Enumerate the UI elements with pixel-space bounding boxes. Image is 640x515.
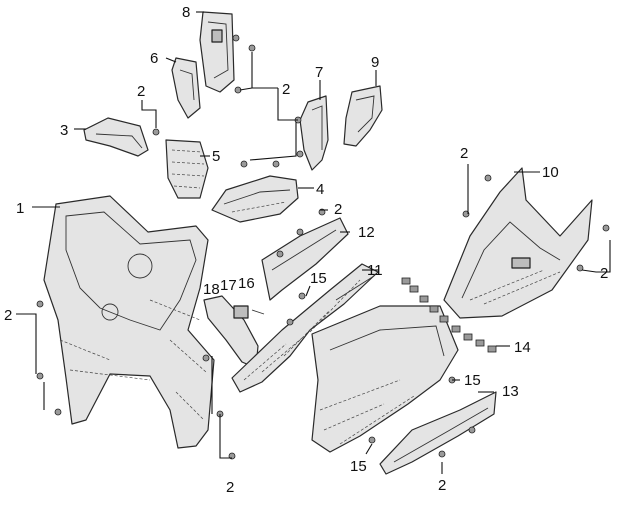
part-5-grille xyxy=(165,139,209,199)
callout-13: 13 xyxy=(502,383,519,400)
callout-15: 15 xyxy=(464,372,481,389)
callout-3: 3 xyxy=(60,122,68,139)
part-floor-panel xyxy=(311,305,459,453)
callout-9: 9 xyxy=(371,54,379,71)
part-6-bracket xyxy=(171,57,201,119)
callout-8: 8 xyxy=(182,4,190,21)
callout-2: 2 xyxy=(137,83,145,100)
callouts: 1 2 2 2 2 2 2 2 2 3 4 5 6 7 8 9 10 11 12… xyxy=(4,4,608,496)
callout-5: 5 xyxy=(212,148,220,165)
part-11-floor-frame xyxy=(231,263,379,393)
callout-1: 1 xyxy=(16,200,24,217)
callout-7: 7 xyxy=(315,64,323,81)
part-16-pin xyxy=(251,309,265,315)
callout-16: 16 xyxy=(238,275,255,292)
part-1-front-frame xyxy=(43,195,215,449)
part-12-panel xyxy=(261,217,349,301)
part-9-panel xyxy=(343,85,383,147)
leader-lines xyxy=(16,11,611,474)
callout-4: 4 xyxy=(316,181,324,198)
callout-10: 10 xyxy=(542,164,559,181)
callout-2: 2 xyxy=(4,307,12,324)
callout-15: 15 xyxy=(310,270,327,287)
part-10-side-cover xyxy=(443,167,593,319)
callout-12: 12 xyxy=(358,224,375,241)
callout-2: 2 xyxy=(282,81,290,98)
part-3-cover xyxy=(83,117,149,157)
part-13-strip xyxy=(379,391,497,475)
part-4-cover xyxy=(211,175,299,223)
callout-2: 2 xyxy=(334,201,342,218)
callout-6: 6 xyxy=(150,50,158,67)
callout-17: 17 xyxy=(220,277,237,294)
callout-14: 14 xyxy=(514,339,531,356)
callout-2: 2 xyxy=(460,145,468,162)
callout-15: 15 xyxy=(350,458,367,475)
part-8-panel xyxy=(199,11,235,93)
callout-11: 11 xyxy=(367,262,383,279)
callout-2: 2 xyxy=(226,479,234,496)
callout-2: 2 xyxy=(600,265,608,282)
part-7-panel xyxy=(299,95,329,171)
callout-2: 2 xyxy=(438,477,446,494)
part-17-clip xyxy=(233,305,249,319)
callout-18: 18 xyxy=(203,281,220,298)
part-14-clips xyxy=(401,277,497,353)
